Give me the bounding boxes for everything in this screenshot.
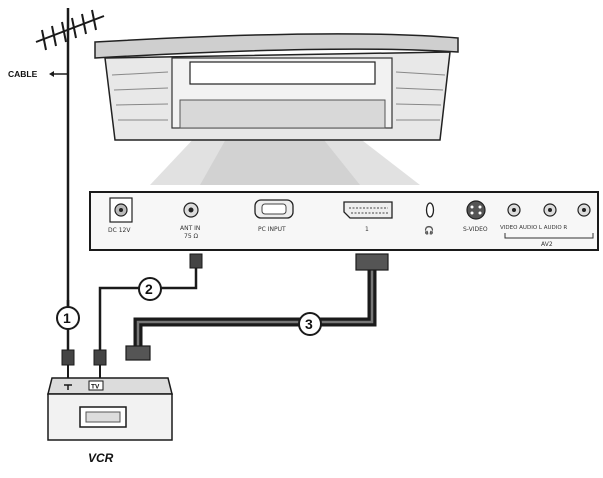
svg-text:2: 2 (145, 281, 153, 297)
cable-3-plug-bottom (125, 345, 151, 361)
vcr-tv-badge-text: TV (91, 384, 100, 391)
callout-2: 2 (138, 277, 162, 301)
antenna-icon (35, 8, 105, 330)
headphone-icon: 🎧 (424, 225, 434, 235)
callout-1: 1 (56, 306, 80, 330)
callout-3: 3 (298, 312, 322, 336)
cable-arrow-head (49, 71, 54, 77)
scart-port (343, 201, 393, 219)
cable-1-plug (61, 349, 75, 366)
svg-text:3: 3 (305, 316, 313, 332)
svideo-port (466, 200, 486, 220)
cable-3-plug-top (355, 253, 389, 271)
av2-ports (504, 203, 594, 239)
pc-input-label: PC INPUT (258, 226, 286, 233)
vcr-antenna-icon (64, 384, 72, 390)
cable-3 (133, 270, 377, 350)
tv-rear (94, 33, 459, 141)
svideo-label: S-VIDEO (463, 226, 488, 233)
dc-port-label: DC 12V (108, 227, 131, 234)
connector-panel (89, 191, 599, 251)
av2-group-label: VIDEO AUDIO L AUDIO R (500, 225, 567, 231)
dc-port (109, 197, 133, 223)
vcr-label: VCR (88, 451, 114, 465)
svg-text:1: 1 (63, 310, 71, 326)
antenna-port-label: ANT IN (180, 225, 200, 232)
vcr-tv-badge (88, 380, 104, 391)
cable-label: CABLE (8, 69, 38, 79)
vcr-device (47, 377, 173, 441)
headphone-port (425, 202, 435, 218)
scart-port-label: 1 (365, 226, 369, 233)
av2-label: AV2 (541, 241, 553, 248)
cable-2-plug-bottom (93, 349, 107, 366)
pc-input-port (254, 199, 294, 219)
cable-2-plug-top (189, 253, 203, 269)
antenna-port (183, 202, 199, 218)
antenna-impedance-label: 75 Ω (184, 233, 199, 240)
